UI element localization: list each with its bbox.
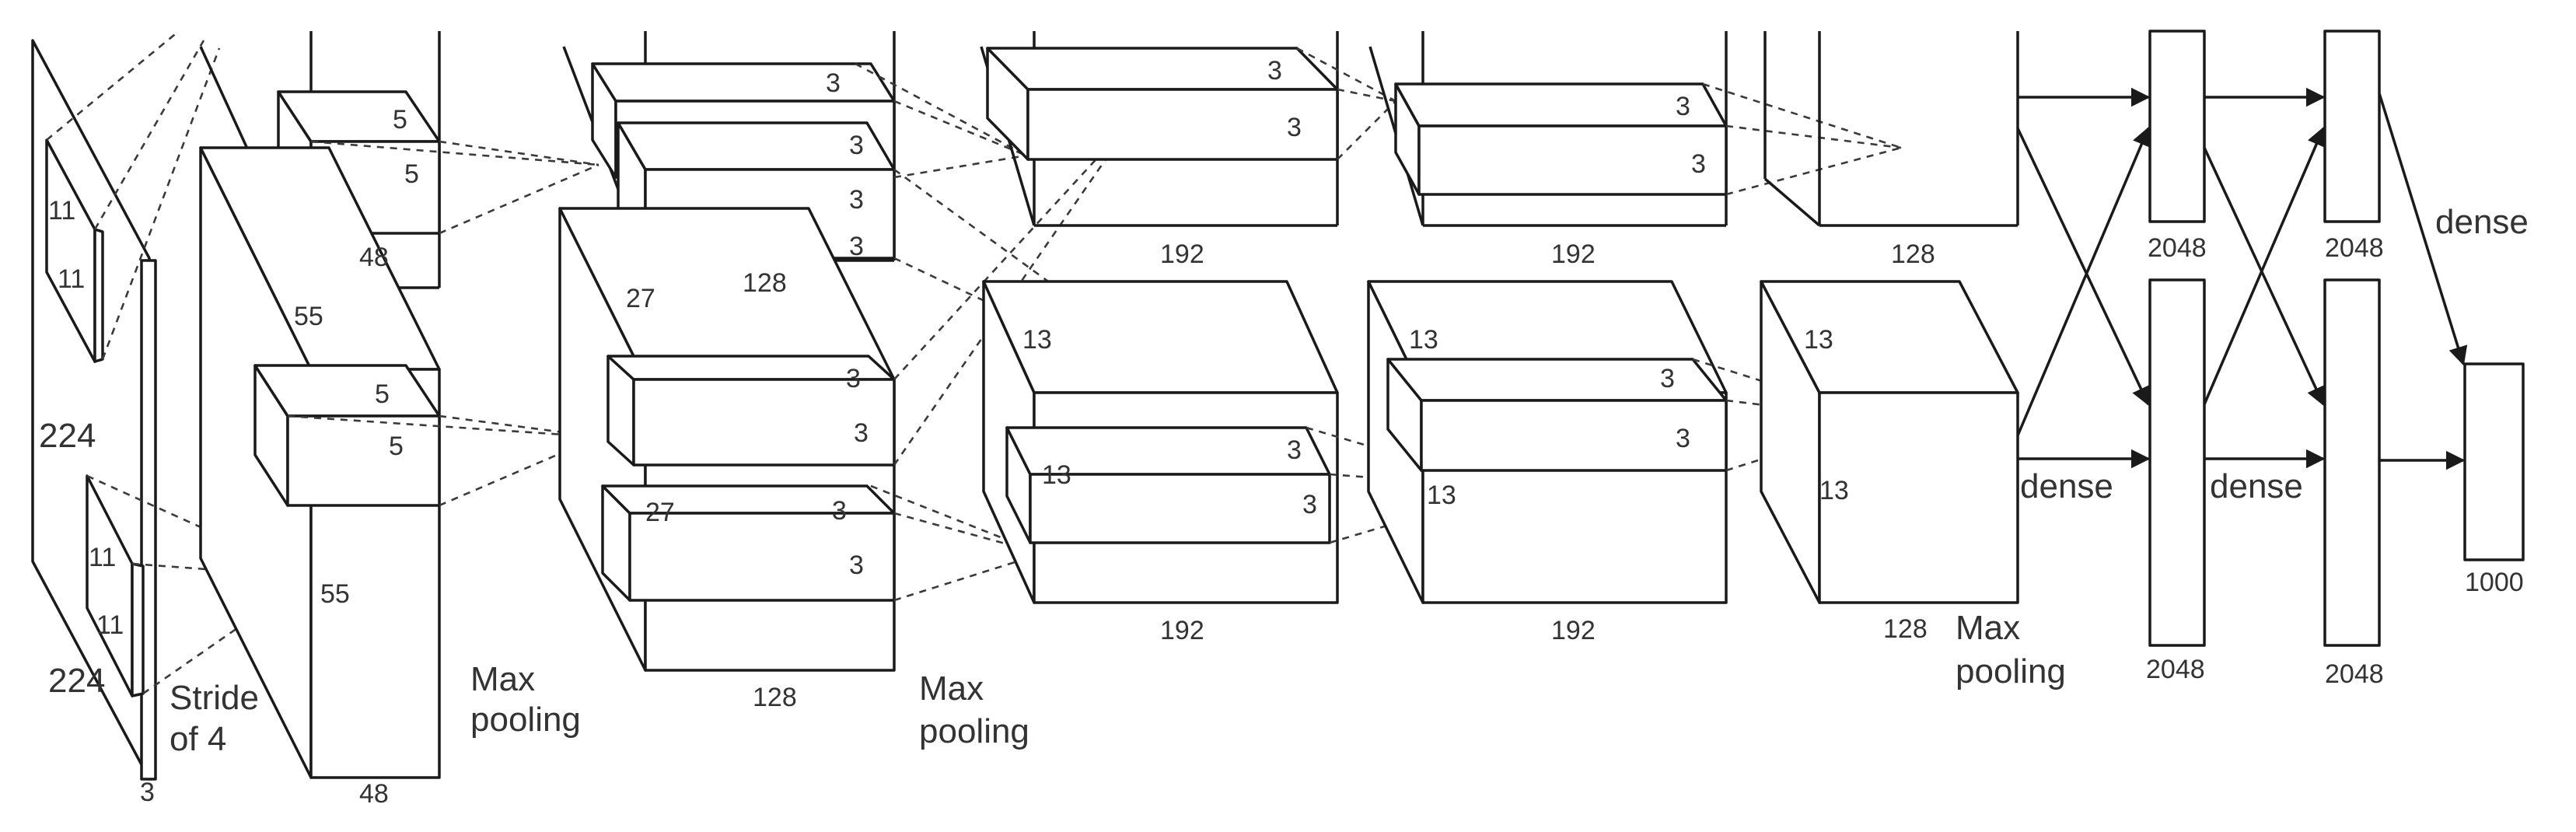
fc7-top-bar	[2323, 30, 2381, 223]
input-kernel-bottom	[86, 474, 145, 697]
input-kernel-top	[45, 138, 104, 363]
conv4-size-label-b: 13	[1427, 481, 1456, 510]
conv2-pool-label-line1: Max	[919, 669, 984, 708]
conv2-top-kernel-a-1: 3	[826, 68, 841, 98]
input-height-label: 224	[39, 417, 96, 455]
fc6-top-bar	[2148, 30, 2206, 223]
conv4-top-kernel	[1394, 82, 1728, 196]
output-bar	[2463, 362, 2525, 561]
conv2-top-kernel-a-2: 3	[849, 131, 864, 160]
conv3-size-label-b: 13	[1042, 460, 1071, 490]
conv2-bottom-kernel-a-1: 3	[846, 364, 861, 393]
conv5-bottom-depth-label: 128	[1883, 614, 1928, 644]
conv2-bottom-kernel-b	[601, 484, 896, 602]
conv5-top-depth-label: 128	[1891, 239, 1935, 269]
input-kernel-bottom-h: 11	[89, 543, 116, 572]
conv1-bottom-kernel-a: 5	[375, 379, 390, 409]
conv2-top-depth-label: 128	[743, 268, 787, 298]
conv3-bottom-kernel-a: 3	[1287, 435, 1302, 465]
input-width-label: 224	[48, 662, 105, 700]
conv4-bottom-kernel	[1386, 358, 1728, 472]
conv2-size-label-a: 27	[626, 284, 655, 313]
conv3-size-label-a: 13	[1022, 325, 1052, 355]
conv5-size-label-b: 13	[1819, 476, 1849, 505]
conv4-bottom-kernel-b: 3	[1676, 424, 1690, 453]
conv1-pool-label-line2: pooling	[470, 701, 581, 739]
dense-label-1: dense	[2020, 467, 2113, 505]
stride-label-line1: Stride	[170, 679, 259, 717]
fc6-bottom-bar	[2148, 278, 2206, 647]
fc6-top-size-label: 2048	[2148, 233, 2207, 263]
conv1-bottom-depth-label: 48	[359, 779, 389, 809]
conv3-top-depth-label: 192	[1160, 239, 1204, 269]
output-size-label: 1000	[2465, 568, 2524, 597]
conv2-top-kernel-b-2: 3	[849, 232, 864, 261]
conv2-top-kernel-b-1: 3	[849, 185, 864, 215]
conv3-top-kernel-b: 3	[1287, 113, 1302, 142]
input-volume	[31, 39, 157, 781]
conv1-pool-label-line1: Max	[470, 660, 535, 698]
input-kernel-top-w: 11	[58, 264, 85, 294]
conv1-top-kernel-a: 5	[393, 105, 407, 135]
conv3-top-kernel	[986, 47, 1339, 161]
conv2-bottom-depth-label: 128	[753, 683, 797, 712]
input-kernel-top-h: 11	[48, 196, 75, 225]
conv5-top-volume	[1763, 31, 2019, 227]
dense-label-3: dense	[2435, 203, 2529, 241]
dense-arrows	[2016, 87, 2468, 470]
conv3-top-kernel-a: 3	[1267, 56, 1282, 86]
conv3-bottom-kernel-b: 3	[1302, 490, 1317, 519]
conv1-bottom-kernel-b: 5	[389, 432, 404, 461]
fc6-bottom-size-label: 2048	[2146, 655, 2205, 684]
conv4-top-depth-label: 192	[1551, 239, 1596, 269]
conv1-top-depth-label: 48	[359, 243, 389, 272]
conv4-bottom-depth-label: 192	[1551, 616, 1596, 645]
conv4-top-kernel-b: 3	[1691, 149, 1706, 179]
conv2-bottom-kernel-b-1: 3	[832, 496, 847, 526]
fc7-bottom-size-label: 2048	[2325, 659, 2384, 689]
conv4-bottom-kernel-a: 3	[1660, 364, 1675, 393]
conv1-bottom-size-label: 55	[320, 579, 350, 609]
conv1-top-size-label: 55	[294, 302, 323, 331]
conv2-size-label-b: 27	[645, 498, 675, 527]
conv2-pool-label-line2: pooling	[919, 712, 1029, 750]
fc7-top-size-label: 2048	[2325, 233, 2384, 263]
conv2-bottom-kernel-a	[606, 355, 896, 467]
conv1-top-kernel-b: 5	[404, 159, 419, 189]
fc7-bottom-bar	[2323, 278, 2381, 647]
conv2-bottom-kernel-b-2: 3	[849, 551, 864, 580]
conv3-bottom-depth-label: 192	[1160, 616, 1204, 645]
input-kernel-bottom-w: 11	[96, 610, 124, 640]
conv1-bottom-kernel	[253, 364, 441, 507]
stride-label-line2: of 4	[170, 720, 226, 758]
dense-label-2: dense	[2210, 467, 2303, 505]
conv4-top-kernel-a: 3	[1676, 92, 1690, 121]
conv2-bottom-kernel-a-2: 3	[854, 418, 869, 448]
input-channels-label: 3	[140, 778, 155, 807]
conv4-size-label-a: 13	[1409, 325, 1438, 355]
conv3-bottom-kernel	[1005, 426, 1331, 544]
conv5-pool-label-line1: Max	[1956, 609, 2020, 647]
conv5-size-label-a: 13	[1804, 325, 1833, 355]
conv5-bottom-volume	[1760, 280, 2019, 604]
conv5-pool-label-line2: pooling	[1956, 652, 2066, 690]
